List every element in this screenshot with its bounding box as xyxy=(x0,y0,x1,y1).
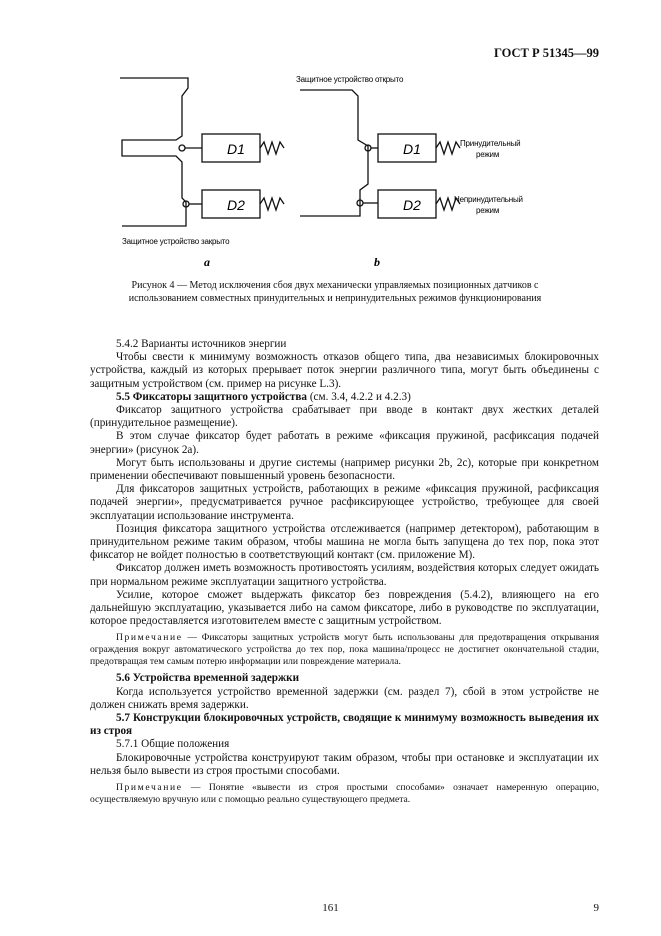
body-text: 5.4.2 Варианты источников энергии Чтобы … xyxy=(90,338,599,806)
paragraph: Блокировочные устройства конструируют та… xyxy=(90,751,599,777)
paragraph: Когда используется устройство временной … xyxy=(90,685,599,711)
paragraph: Для фиксаторов защитных устройств, работ… xyxy=(90,483,599,522)
nonforced-mode-label-line2: режим xyxy=(476,206,499,215)
section-5-7-title: 5.7 Конструкции блокировочных устройств,… xyxy=(90,712,599,738)
paragraph: Могут быть использованы и другие системы… xyxy=(90,456,599,483)
figure-4-diagram: D1 D2 D1 D2 Защитное устройство открыто … xyxy=(120,75,523,269)
subfigure-b-label: b xyxy=(374,255,380,269)
paragraph: В этом случае фиксатор будет работать в … xyxy=(90,430,599,456)
note-label: Примечание xyxy=(116,782,183,794)
guard-open-label: Защитное устройство открыто xyxy=(296,75,404,84)
forced-mode-label-line1: Принудительный xyxy=(460,139,520,148)
section-5-7-1-title: 5.7.1 Общие положения xyxy=(116,738,230,751)
page-number-center: 161 xyxy=(322,902,339,914)
section-5-5-ref: (см. 3.4, 4.2.2 и 4.2.3) xyxy=(307,390,411,403)
paragraph: Позиция фиксатора защитного устройства о… xyxy=(90,522,599,562)
paragraph: Фиксатор должен иметь возможность против… xyxy=(90,562,599,588)
note-1: Примечание — Фиксаторы защитных устройст… xyxy=(90,632,599,668)
diagram-b-d2-label: D2 xyxy=(403,197,421,213)
note-text: — Понятие «вывести из строя простыми спо… xyxy=(90,782,599,806)
forced-mode-label-line2: режим xyxy=(476,150,499,159)
guard-closed-label: Защитное устройство закрыто xyxy=(122,237,230,246)
page-number-right: 9 xyxy=(593,902,600,914)
nonforced-mode-label-line1: Непринудительный xyxy=(454,195,523,204)
paragraph: Усилие, которое сможет выдержать фиксато… xyxy=(90,588,599,628)
section-5-6-title: 5.6 Устройства временной задержки xyxy=(116,672,300,685)
section-5-4-2-title: 5.4.2 Варианты источников энергии xyxy=(116,338,287,350)
standard-header: ГОСТ Р 51345—99 xyxy=(493,46,599,60)
paragraph: Фиксатор защитного устройства срабатывае… xyxy=(90,404,599,430)
section-5-5-title: 5.5 Фиксаторы защитного устройства xyxy=(116,390,308,403)
note-text: — Фиксаторы защитных устройств могут быт… xyxy=(90,632,599,668)
section-5-5-heading: 5.5 Фиксаторы защитного устройства (см. … xyxy=(90,391,599,404)
figure-caption: Рисунок 4 — Метод исключения сбоя двух м… xyxy=(128,280,542,304)
subfigure-a-label: a xyxy=(204,255,210,269)
note-label: Примечание xyxy=(116,632,183,644)
paragraph: Чтобы свести к минимуму возможность отка… xyxy=(90,351,599,390)
note-2: Примечание — Понятие «вывести из строя п… xyxy=(90,782,599,806)
diagram-b-d1-label: D1 xyxy=(403,141,421,157)
diagram-a-d2-label: D2 xyxy=(227,197,245,213)
diagram-a-d1-label: D1 xyxy=(227,141,245,157)
